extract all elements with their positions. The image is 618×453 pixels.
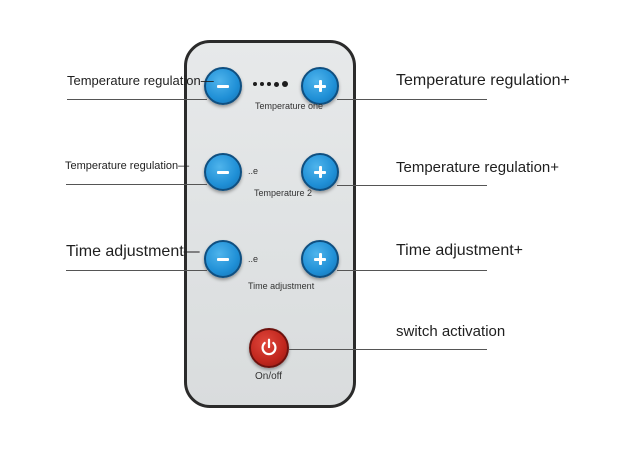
power-label: On/off — [255, 371, 283, 382]
callout-temperature-one-plus: Temperature regulation+ — [396, 72, 570, 89]
temperature-one-minus-button[interactable] — [204, 67, 242, 105]
time-adjustment-label: Time adjustment — [248, 281, 315, 291]
temperature-two-plus-button[interactable] — [301, 153, 339, 191]
temperature-one-label: Temperature one — [255, 101, 324, 111]
power-icon — [261, 338, 277, 356]
callout-line — [337, 185, 487, 186]
minus-icon — [215, 251, 231, 267]
temperature-one-plus-button[interactable] — [301, 67, 339, 105]
time-plus-button[interactable] — [301, 240, 339, 278]
callout-line — [337, 270, 487, 271]
callout-temperature-one-minus: Temperature regulation— — [67, 73, 214, 88]
temperature-two-level-indicator: ..e — [248, 166, 259, 176]
plus-icon — [312, 164, 328, 180]
callout-temperature-two-minus: Temperature regulation— — [65, 160, 190, 172]
plus-icon — [312, 78, 328, 94]
minus-icon — [215, 164, 231, 180]
callout-line — [337, 99, 487, 100]
callout-line — [289, 349, 487, 350]
callout-line — [66, 270, 207, 271]
power-button[interactable] — [249, 328, 289, 368]
callout-line — [66, 184, 207, 185]
callout-temperature-two-plus: Temperature regulation+ — [396, 159, 560, 176]
temperature-one-level-indicator — [253, 81, 288, 87]
temperature-two-label: Temperature 2 — [254, 188, 313, 198]
callout-time-minus: Time adjustment— — [66, 243, 200, 260]
callout-switch-activation: switch activation — [396, 323, 506, 340]
minus-icon — [215, 78, 231, 94]
time-minus-button[interactable] — [204, 240, 242, 278]
plus-icon — [312, 251, 328, 267]
callout-time-plus: Time adjustment+ — [396, 242, 524, 259]
callout-line — [67, 99, 207, 100]
time-level-indicator: ..e — [248, 254, 259, 264]
temperature-two-minus-button[interactable] — [204, 153, 242, 191]
